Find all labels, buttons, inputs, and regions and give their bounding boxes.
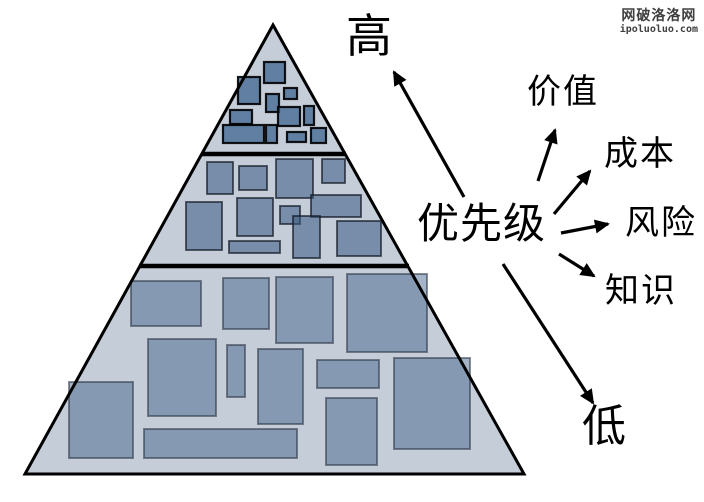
tier-middle-blocks <box>185 158 382 259</box>
middle-tier-block <box>292 215 321 259</box>
label-high: 高 <box>346 10 392 62</box>
label-value: 价值 <box>527 73 599 111</box>
watermark: 网破洛洛网 ipoluoluo.com <box>620 7 698 36</box>
bottom-tier-block <box>325 397 378 466</box>
middle-tier-block <box>185 201 223 251</box>
bottom-tier-block <box>147 338 217 417</box>
bottom-tier-block <box>222 277 270 330</box>
bottom-tier-block <box>257 348 304 425</box>
arrow-to-low <box>501 263 595 405</box>
pyramid-outline <box>22 21 527 476</box>
label-cost: 成本 <box>604 135 676 173</box>
watermark-site-name: 网破洛洛网 <box>621 7 697 23</box>
top-tier-block <box>276 105 302 128</box>
bottom-tier-block <box>275 276 334 344</box>
arrow-to-knowledge <box>558 252 596 278</box>
bottom-tier-block <box>346 273 428 353</box>
bottom-tier-block <box>226 344 246 398</box>
top-tier-block <box>309 126 328 145</box>
middle-tier-block <box>228 240 281 254</box>
label-priority: 优先级 <box>417 200 547 247</box>
top-tier-block <box>282 86 299 101</box>
top-tier-block <box>262 60 287 85</box>
top-tier-block <box>264 92 281 114</box>
tier-dividers <box>139 151 409 269</box>
top-tier-block <box>228 108 254 126</box>
tier-top-blocks <box>221 60 328 145</box>
middle-tier-block <box>206 161 234 195</box>
arrow-to-value <box>536 128 558 182</box>
watermark-site-url: ipoluoluo.com <box>619 24 698 36</box>
arrow-to-cost <box>552 169 592 216</box>
middle-tier-block <box>238 165 268 191</box>
middle-tier-block <box>275 158 314 199</box>
middle-tier-block <box>321 158 346 184</box>
top-tier-block <box>264 123 279 145</box>
middle-tier-block <box>310 194 362 218</box>
top-tier-block <box>221 123 266 145</box>
label-risk: 风险 <box>625 204 697 242</box>
priority-arrows <box>392 70 610 405</box>
label-knowledge: 知识 <box>605 272 677 310</box>
label-low: 低 <box>582 402 626 451</box>
arrow-to-high <box>392 70 466 198</box>
middle-tier-block <box>336 220 382 257</box>
bottom-tier-block <box>143 428 298 459</box>
top-tier-block <box>302 104 316 127</box>
arrow-to-risk <box>560 219 610 235</box>
bottom-tier-block <box>393 357 471 450</box>
tier-bottom-blocks <box>68 273 471 466</box>
bottom-tier-block <box>316 359 380 389</box>
middle-tier-block <box>236 197 274 237</box>
bottom-tier-block <box>68 381 134 459</box>
bottom-tier-block <box>130 280 202 327</box>
top-tier-block <box>285 130 308 144</box>
